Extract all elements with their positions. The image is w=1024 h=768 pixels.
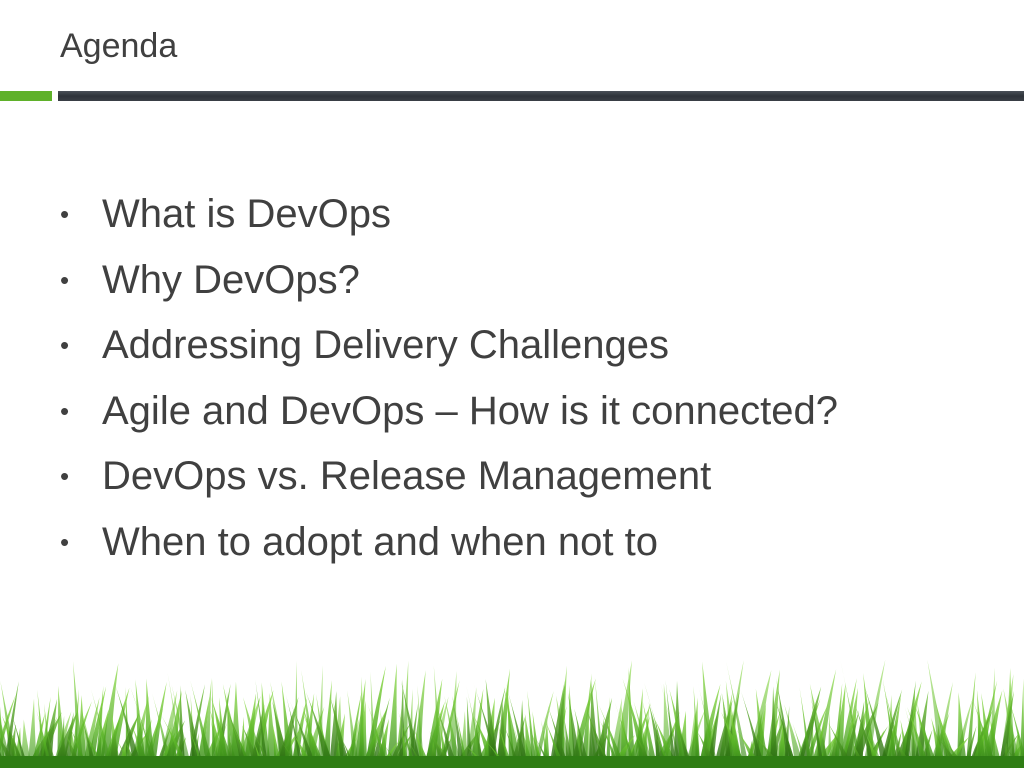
agenda-item-text: Why DevOps? (102, 257, 360, 302)
agenda-item: • Addressing Delivery Challenges (60, 313, 838, 379)
agenda-item-text: DevOps vs. Release Management (102, 454, 712, 498)
bullet-icon: • (60, 264, 70, 295)
title-accent-bar (0, 91, 52, 101)
bullet-icon: • (60, 461, 70, 491)
agenda-item: • When to adopt and when not to (60, 510, 838, 576)
agenda-item: • DevOps vs. Release Management (60, 444, 838, 510)
bullet-icon: • (60, 199, 70, 229)
agenda-item-text: What is DevOps (102, 192, 391, 236)
grass-border-image (0, 659, 1024, 768)
slide-title: Agenda (60, 27, 178, 65)
agenda-item-text: When to adopt and when not to (102, 519, 658, 564)
agenda-list: • What is DevOps • Why DevOps? • Address… (60, 182, 838, 575)
agenda-item-text: Addressing Delivery Challenges (102, 323, 669, 367)
agenda-item: • Why DevOps? (60, 248, 838, 314)
agenda-item: • Agile and DevOps – How is it connected… (60, 379, 838, 445)
title-divider-bar (58, 91, 1024, 101)
agenda-item-text: Agile and DevOps – How is it connected? (102, 388, 838, 433)
bullet-icon: • (60, 330, 70, 360)
agenda-item: • What is DevOps (60, 182, 838, 248)
bullet-icon: • (60, 526, 70, 557)
bullet-icon: • (60, 395, 70, 426)
